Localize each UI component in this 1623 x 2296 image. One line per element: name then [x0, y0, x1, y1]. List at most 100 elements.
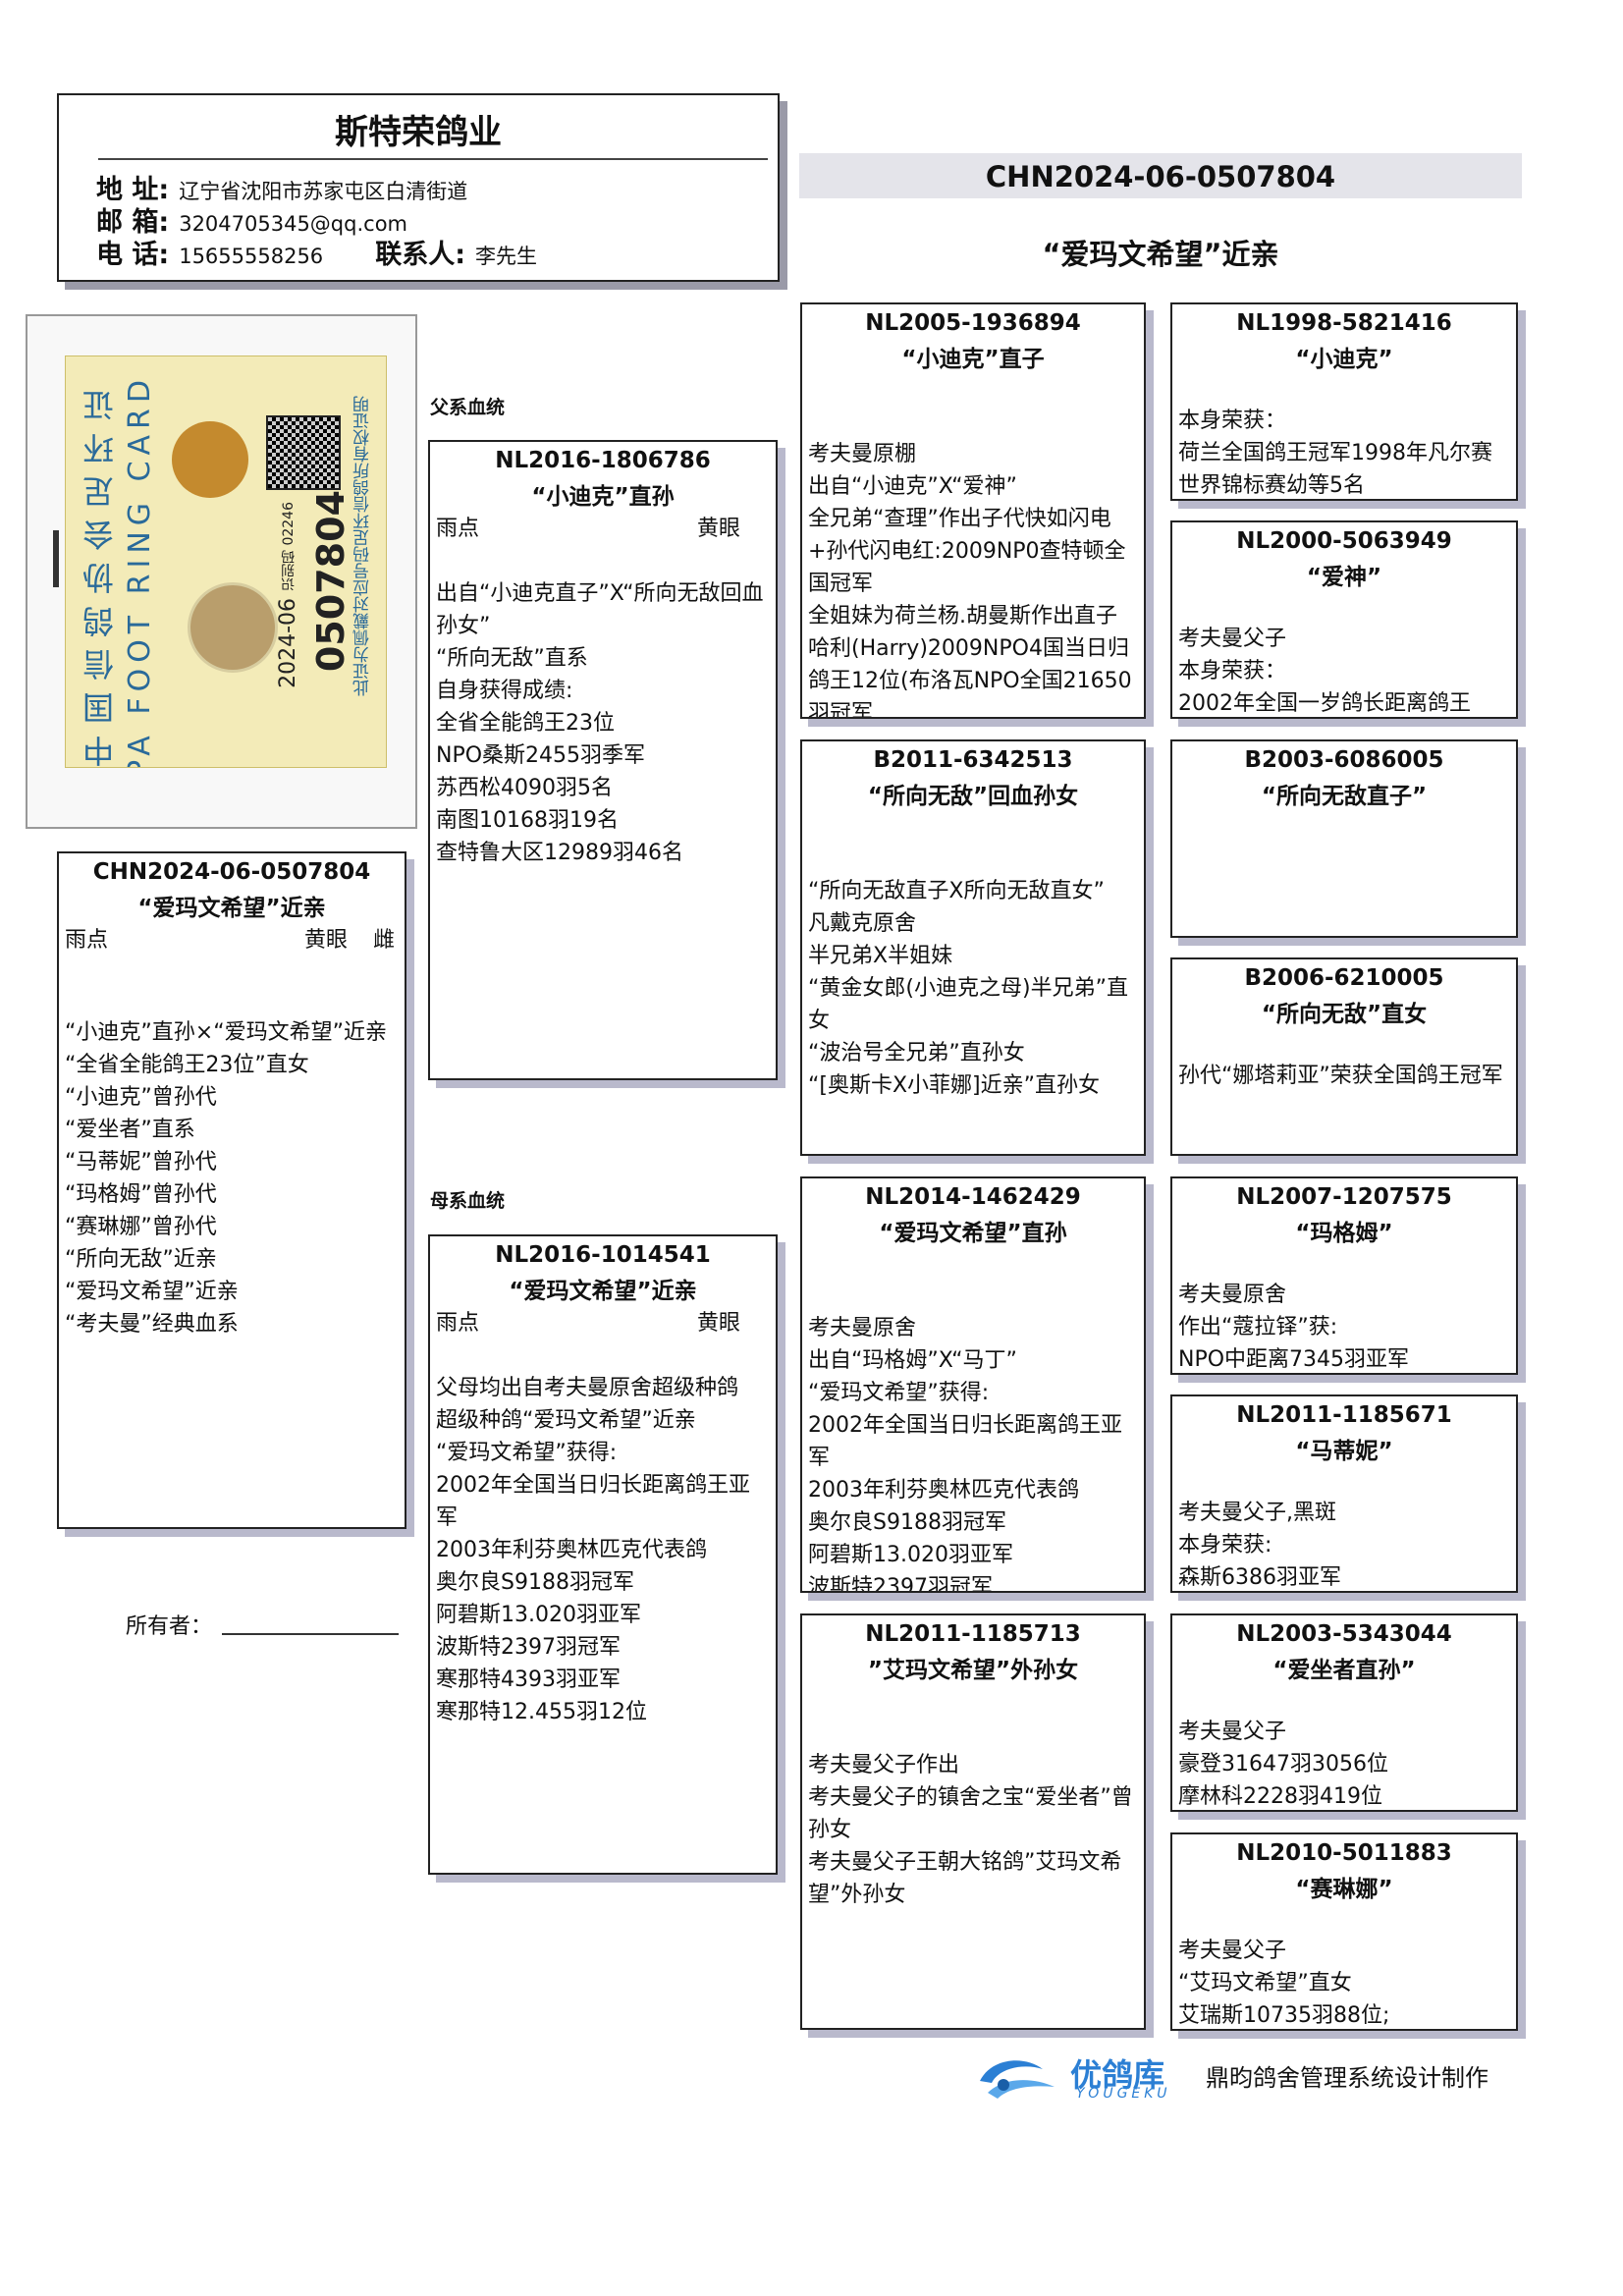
note-line: 考夫曼父子作出 — [808, 1753, 960, 1777]
address-value: 辽宁省沈阳市苏家屯区白清街道 — [179, 180, 468, 203]
ggp-name: “小迪克” — [1295, 347, 1393, 372]
note-line: 波斯特2397羽冠军 — [436, 1635, 621, 1660]
gp-notes: 考夫曼原舍 出自“玛格姆”X“马丁” “爱玛文希望”获得: 2002年全国当日归… — [808, 1312, 1138, 1593]
note-line: “小迪克”直孙×“爱玛文希望”近亲 — [65, 1020, 388, 1045]
ggp-notes: 本身荣获： 荷兰全国鸽王冠军1998年凡尔赛世界锦标赛幼等5名 — [1178, 405, 1510, 499]
sire-color: 雨点 — [436, 517, 480, 541]
gp-name: “小迪克”直子 — [901, 347, 1045, 372]
great-grandparent-card: NL2003-5343044 “爱坐者直孙” 考夫曼父子 豪登31647羽305… — [1170, 1613, 1518, 1812]
dam-name: “爱玛文希望”近亲 — [509, 1279, 697, 1304]
note-line: 考夫曼父子 — [1178, 1720, 1287, 1744]
note-line: “艾玛文希望”直女 — [1178, 1971, 1352, 1995]
company-name: 斯特荣鸽业 — [335, 113, 502, 152]
note-line: 凡戴克原舍 — [808, 911, 917, 936]
dam-notes: 父母均出自考夫曼原舍超级种鸽 超级种鸽“爱玛文希望”近亲 “爱玛文希望”获得: … — [436, 1372, 770, 1728]
dam-eye: 黄眼 — [697, 1311, 741, 1336]
note-line: NPO桑斯2455羽季军 — [436, 743, 646, 768]
card-org-en: CRPA FOOT RING CARD — [123, 374, 157, 768]
note-line: “全省全能鸽王23位”直女 — [65, 1053, 309, 1077]
ggp-ring: B2003-6086005 — [1244, 747, 1444, 773]
note-line: 荷兰全国鸽王冠军1998年凡尔赛世界锦标赛幼等5名 — [1178, 441, 1492, 498]
note-line: 自身获得成绩: — [436, 679, 573, 703]
note-line: 全兄弟“查理”作出子代快如闪电+孙代闪电红:2009NP0查特顿全国冠军 — [808, 507, 1126, 596]
note-line: “玛格姆”曾孙代 — [65, 1182, 217, 1207]
crpa-seal-icon — [172, 421, 248, 498]
grandparent-card: NL2005-1936894 “小迪克”直子 考夫曼原棚 出自“小迪克”X“爱神… — [800, 302, 1146, 719]
gp-notes: “所向无敌直子X所向无敌直女” 凡戴克原舍 半兄弟X半姐妹 “黄金女郎(小迪克之… — [808, 875, 1138, 1102]
card-ring-number: 0507804 — [309, 490, 352, 673]
footer-brand: 优鸽库 — [1070, 2056, 1165, 2094]
card-year-text: 2024-06 — [276, 598, 300, 688]
note-line: “所向无敌”直系 — [436, 646, 588, 671]
dam-ring: NL2016-1014541 — [495, 1242, 711, 1268]
header-divider — [98, 158, 768, 160]
note-line: 出自“玛格姆”X“马丁” — [808, 1348, 1017, 1373]
note-line: “考夫曼”经典血系 — [65, 1312, 239, 1337]
note-line: 考夫曼原棚 — [808, 442, 917, 466]
sire-name: “小迪克”直孙 — [531, 484, 675, 510]
great-grandparent-card: NL2011-1185671 “马蒂妮” 考夫曼父子,黑斑 本身荣获: 森斯63… — [1170, 1394, 1518, 1593]
note-line: “小迪克”曾孙代 — [65, 1085, 217, 1110]
note-line: 考夫曼原舍 — [1178, 1283, 1287, 1307]
globe-emblem-icon — [188, 582, 278, 673]
phone-label: 电 话: — [96, 240, 170, 270]
subject-ring: CHN2024-06-0507804 — [92, 859, 371, 885]
gp-ring: NL2011-1185713 — [865, 1621, 1081, 1647]
note-line: 考夫曼父子 — [1178, 1939, 1287, 1963]
owner-label: 所有者： — [126, 1614, 213, 1639]
note-line: 全省全能鸽王23位 — [436, 711, 615, 736]
note-line: 奥尔良S9188羽冠军 — [436, 1570, 634, 1595]
note-line: “波治号全兄弟”直孙女 — [808, 1041, 1025, 1066]
ggp-ring: NL1998-5821416 — [1236, 310, 1452, 336]
address-row: 地 址: 辽宁省沈阳市苏家屯区白清街道 — [96, 176, 467, 206]
great-grandparent-card: NL2007-1207575 “玛格姆” 考夫曼原舍 作出“蔻拉铎”获: NPO… — [1170, 1176, 1518, 1375]
note-line: 出自“小迪克”X“爱神” — [808, 474, 1017, 499]
ggp-notes: 孙代“娜塔莉亚”荣获全国鸽王冠军 — [1178, 1060, 1510, 1092]
email-row: 邮 箱:3204705345@qq.com — [96, 208, 407, 239]
note-line: 波斯特2397羽冠军 — [808, 1575, 993, 1593]
note-line: 考夫曼父子 — [1178, 627, 1287, 651]
note-line: “所向无敌直子X所向无敌直女” — [808, 879, 1105, 903]
ggp-notes: 考夫曼原舍 作出“蔻拉铎”获: NPO中距离7345羽亚军 — [1178, 1279, 1510, 1373]
subject-eye: 黄眼 — [304, 928, 349, 953]
note-line: 阿碧斯13.020羽亚军 — [808, 1543, 1013, 1567]
subject-name-title: “爱玛文希望”近亲 — [1042, 238, 1279, 271]
dam-card: NL2016-1014541 “爱玛文希望”近亲 雨点 黄眼 父母均出自考夫曼原… — [428, 1234, 778, 1875]
ggp-ring: NL2011-1185671 — [1236, 1402, 1452, 1428]
grandparent-card: B2011-6342513 “所向无敌”回血孙女 “所向无敌直子X所向无敌直女”… — [800, 739, 1146, 1156]
great-grandparent-card: B2003-6086005 “所向无敌直子” — [1170, 739, 1518, 938]
note-line: 森斯6386羽亚军 — [1178, 1565, 1341, 1590]
ggp-notes: 考夫曼父子 豪登31647羽3056位 摩林科2228羽419位 — [1178, 1716, 1510, 1810]
subject-ring-title: CHN2024-06-0507804 — [985, 160, 1336, 193]
subject-color: 雨点 — [65, 928, 109, 953]
contact-label: 联系人: — [375, 240, 466, 270]
great-grandparent-card: NL1998-5821416 “小迪克” 本身荣获： 荷兰全国鸽王冠军1998年… — [1170, 302, 1518, 501]
address-label: 地 址: — [96, 175, 170, 205]
ggp-name: “所向无敌”直女 — [1261, 1002, 1428, 1027]
note-line: 孙代“娜塔莉亚”荣获全国鸽王冠军 — [1178, 1064, 1503, 1088]
note-line: 南图10168羽19名 — [436, 808, 619, 833]
ggp-name: “爱坐者直孙” — [1272, 1658, 1416, 1683]
title-band: CHN2024-06-0507804 — [799, 153, 1522, 198]
gp-ring: NL2014-1462429 — [865, 1184, 1081, 1210]
subject-sex: 雌 — [373, 928, 396, 953]
ggp-notes: 考夫曼父子 本身荣获： 2002年全国一岁鸽长距离鸽王 — [1178, 623, 1510, 717]
note-line: 全姐妹为荷兰杨.胡曼斯作出直子哈利(Harry)2009NPO4国当日归鸽王12… — [808, 604, 1132, 719]
note-line: 查特鲁大区12989羽46名 — [436, 841, 683, 865]
note-line: 2002年全国当日归长距离鸽王亚军 — [436, 1473, 750, 1530]
note-line: 奥尔良S9188羽冠军 — [808, 1510, 1006, 1535]
owner-signature-line[interactable] — [222, 1633, 399, 1635]
ggp-name: “玛格姆” — [1295, 1221, 1393, 1246]
note-line: 阿碧斯13.020羽亚军 — [436, 1603, 641, 1627]
dam-color: 雨点 — [436, 1311, 480, 1336]
card-org-cn: 中国信鸽协会足环证 — [81, 378, 119, 767]
ggp-ring: NL2000-5063949 — [1236, 528, 1452, 554]
sire-ring: NL2016-1806786 — [495, 448, 711, 473]
great-grandparent-card: B2006-6210005 “所向无敌”直女 孙代“娜塔莉亚”荣获全国鸽王冠军 — [1170, 957, 1518, 1156]
ggp-ring: B2006-6210005 — [1244, 965, 1444, 991]
note-line: “[奥斯卡X小菲娜]近亲”直孙女 — [808, 1073, 1101, 1098]
note-line: “赛琳娜”曾孙代 — [65, 1215, 217, 1239]
gp-notes: 考夫曼父子作出 考夫曼父子的镇舍之宝“爱坐者”曾孙女 考夫曼父子王朝大铭鸽”艾玛… — [808, 1749, 1138, 1911]
note-line: “爱坐者”直系 — [65, 1118, 195, 1142]
email-value: 3204705345@qq.com — [179, 212, 407, 236]
